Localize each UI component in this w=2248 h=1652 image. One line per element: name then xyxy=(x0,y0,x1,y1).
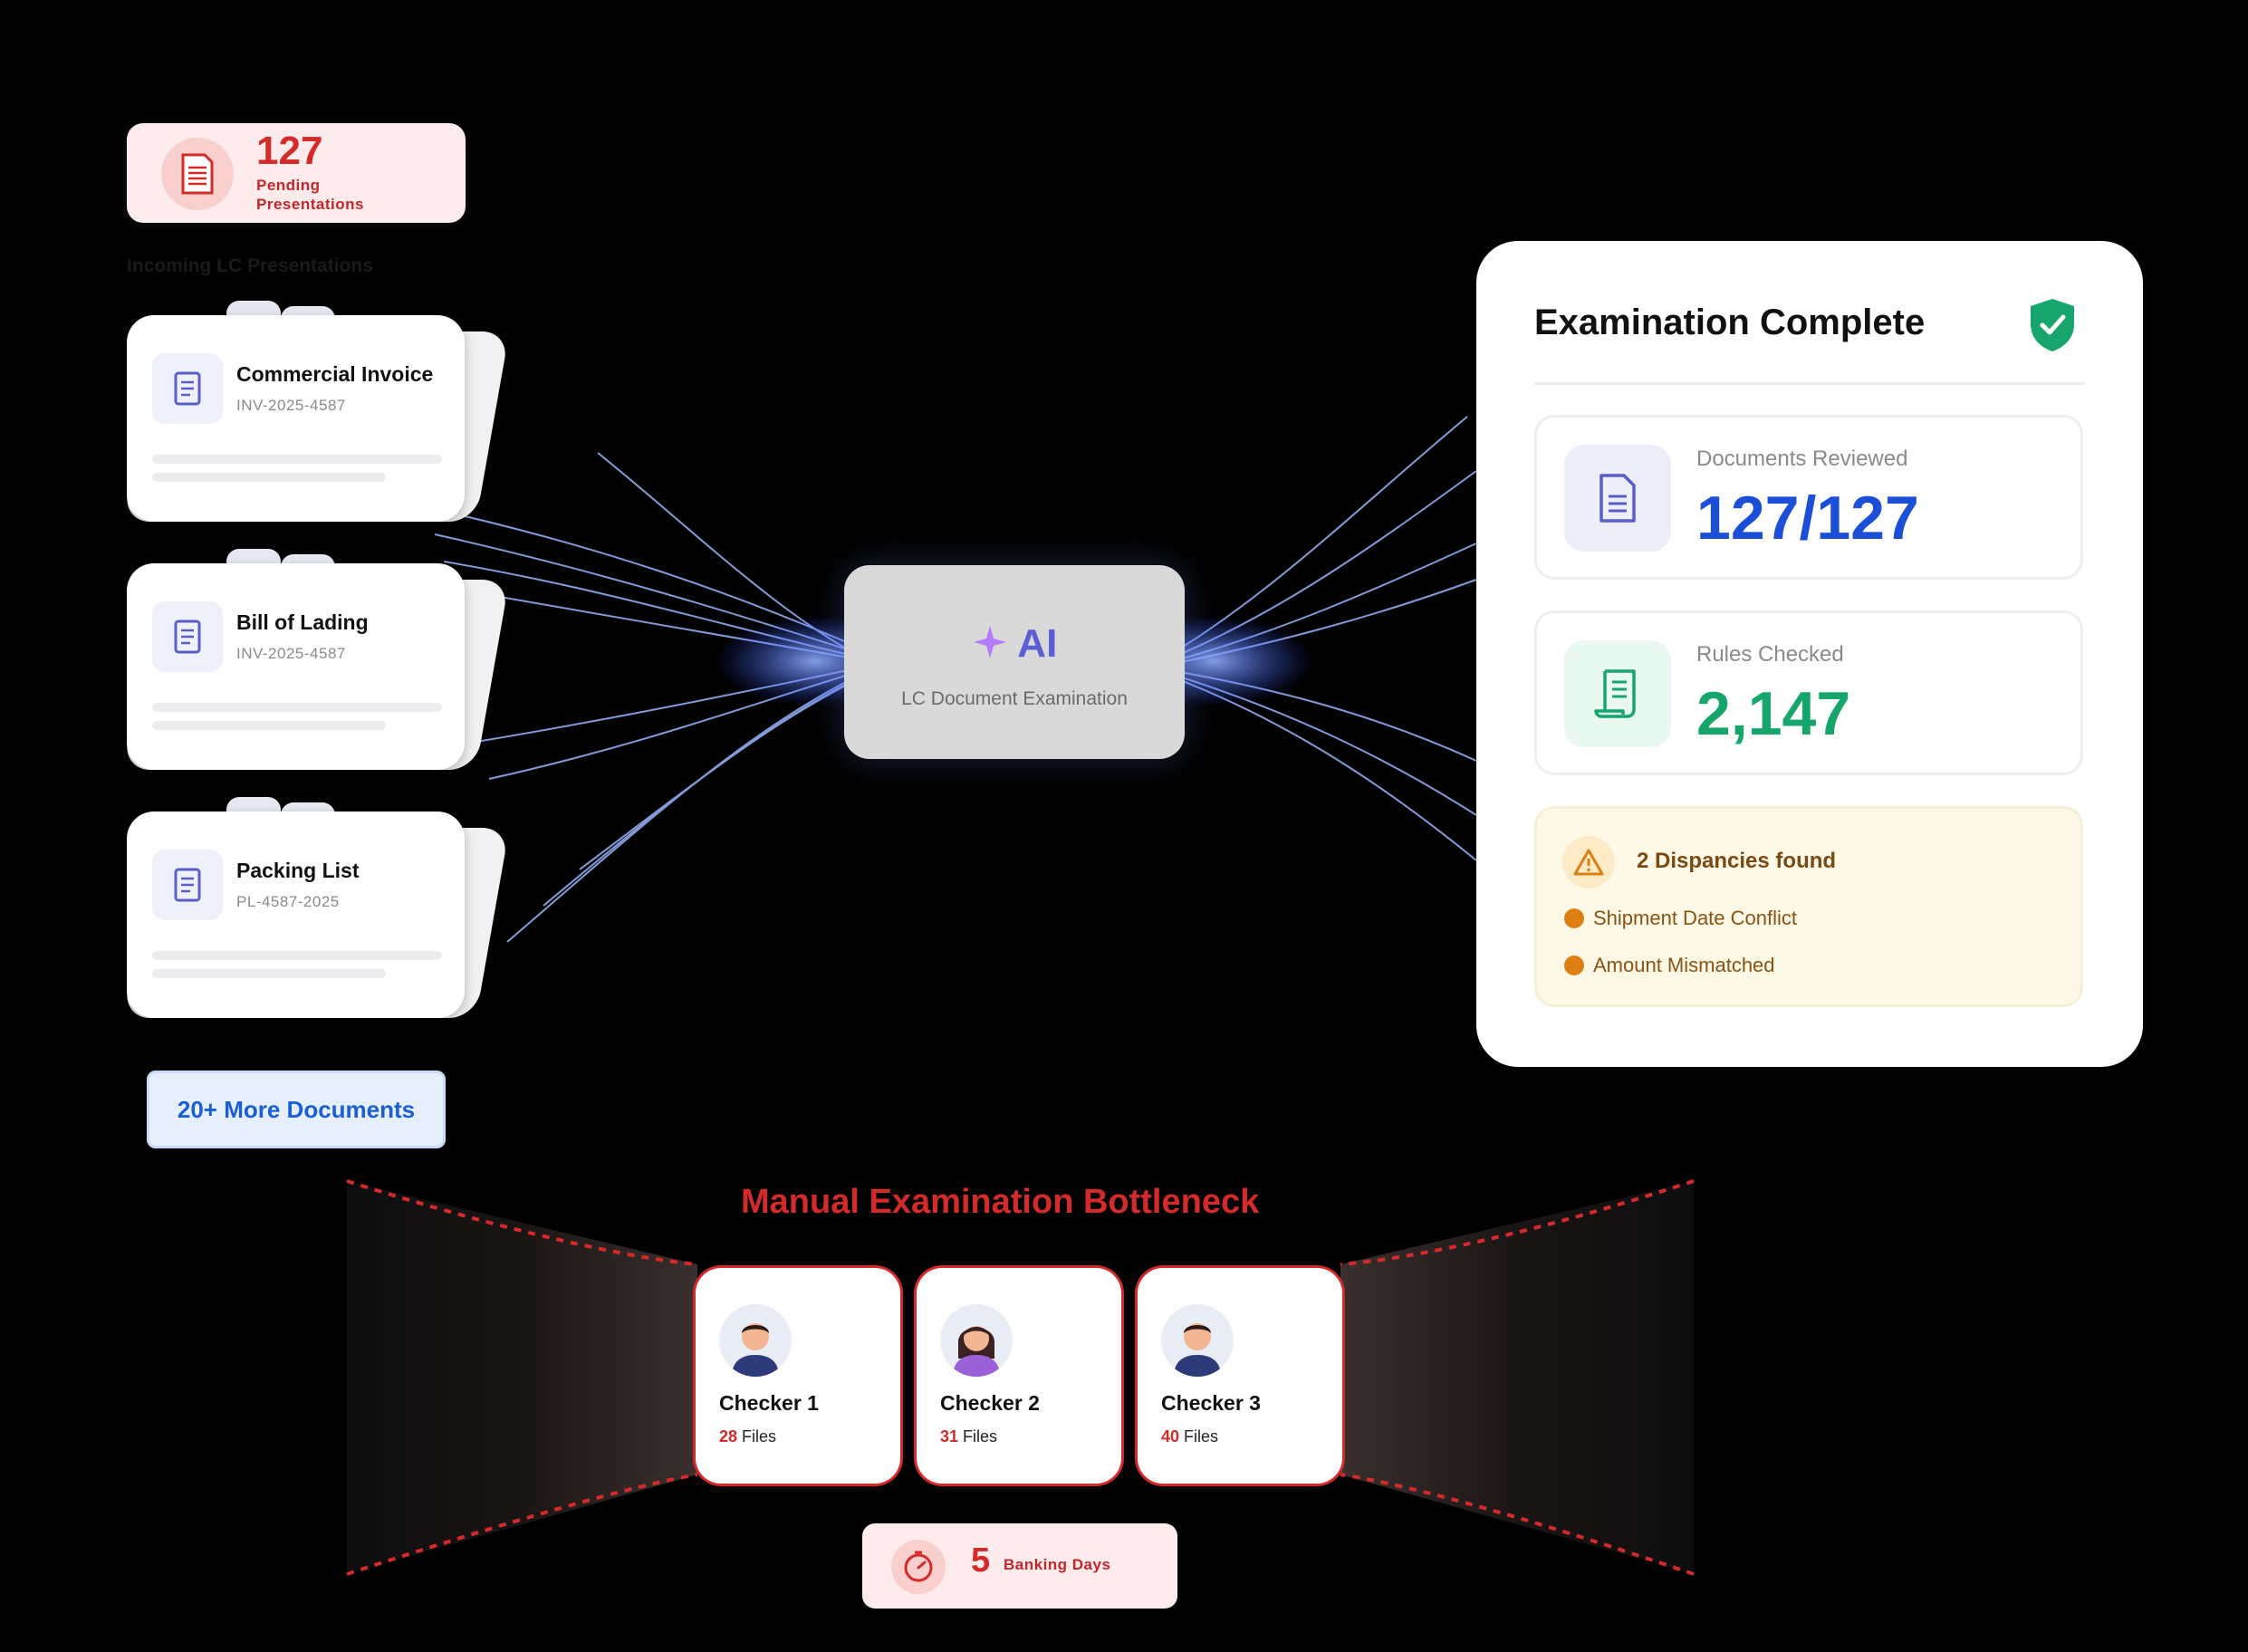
scroll-icon xyxy=(1564,640,1671,747)
rules-checked-card: Rules Checked 2,147 xyxy=(1534,610,2083,775)
receipt-icon xyxy=(152,353,223,424)
discrepancy-item: Shipment Date Conflict xyxy=(1564,907,1797,930)
document-ref: INV-2025-4587 xyxy=(236,645,346,662)
discrepancy-item: Amount Mismatched xyxy=(1564,954,1775,977)
banking-days-badge: 5 Banking Days xyxy=(862,1523,1177,1609)
document-icon xyxy=(161,138,234,210)
checker-files: 28 Files xyxy=(719,1427,777,1446)
document-card-packing-list[interactable]: Packing List PL-4587-2025 xyxy=(122,797,510,1020)
checker-card-2[interactable]: Checker 2 31 Files xyxy=(917,1268,1121,1484)
receipt-icon xyxy=(152,601,223,672)
checker-name: Checker 1 xyxy=(719,1391,819,1415)
document-card-bill-of-lading[interactable]: Bill of Lading INV-2025-4587 xyxy=(122,549,510,772)
documents-reviewed-card: Documents Reviewed 127/127 xyxy=(1534,415,2083,580)
stat-value: 127/127 xyxy=(1696,484,1919,552)
checker-card-1[interactable]: Checker 1 28 Files xyxy=(696,1268,900,1484)
sparkle-icon xyxy=(973,626,1006,658)
incoming-title: Incoming LC Presentations xyxy=(127,255,373,276)
more-documents-button[interactable]: 20+ More Documents xyxy=(147,1071,446,1148)
document-ref: INV-2025-4587 xyxy=(236,397,346,414)
document-card-commercial-invoice[interactable]: Commercial Invoice INV-2025-4587 xyxy=(122,301,510,523)
avatar-female-icon xyxy=(940,1304,1013,1377)
banking-days-label: Banking Days xyxy=(1004,1556,1111,1573)
stat-label: Documents Reviewed xyxy=(1696,447,1908,471)
checker-files: 40 Files xyxy=(1161,1427,1219,1446)
bottleneck-title: Manual Examination Bottleneck xyxy=(741,1183,1260,1221)
checker-files: 31 Files xyxy=(940,1427,998,1446)
receipt-icon xyxy=(152,850,223,920)
stat-value: 2,147 xyxy=(1696,679,1851,748)
ai-subtitle: LC Document Examination xyxy=(901,688,1128,709)
checker-name: Checker 2 xyxy=(940,1391,1040,1415)
document-ref: PL-4587-2025 xyxy=(236,893,340,910)
document-title: Packing List xyxy=(236,859,360,882)
banking-days-count: 5 xyxy=(971,1542,991,1580)
warning-icon xyxy=(1562,836,1615,888)
exam-title: Examination Complete xyxy=(1534,303,1926,342)
pending-count: 127 xyxy=(256,129,323,173)
document-title: Bill of Lading xyxy=(236,610,369,634)
document-icon xyxy=(1564,445,1671,552)
discrepancies-card: 2 Dispancies found Shipment Date Conflic… xyxy=(1534,806,2083,1007)
ai-examination-node: AI LC Document Examination xyxy=(844,565,1185,759)
stat-label: Rules Checked xyxy=(1696,642,1844,667)
checker-name: Checker 3 xyxy=(1161,1391,1261,1415)
avatar-male-icon xyxy=(719,1304,792,1377)
discrepancies-heading: 2 Dispancies found xyxy=(1637,849,1837,873)
ai-title: AI xyxy=(844,621,1185,667)
document-title: Commercial Invoice xyxy=(236,362,434,386)
checker-card-3[interactable]: Checker 3 40 Files xyxy=(1138,1268,1342,1484)
examination-panel: Examination Complete Documents Reviewed … xyxy=(1476,241,2143,1067)
avatar-male-icon xyxy=(1161,1304,1234,1377)
timer-icon xyxy=(891,1540,946,1594)
shield-check-icon xyxy=(2031,299,2074,351)
